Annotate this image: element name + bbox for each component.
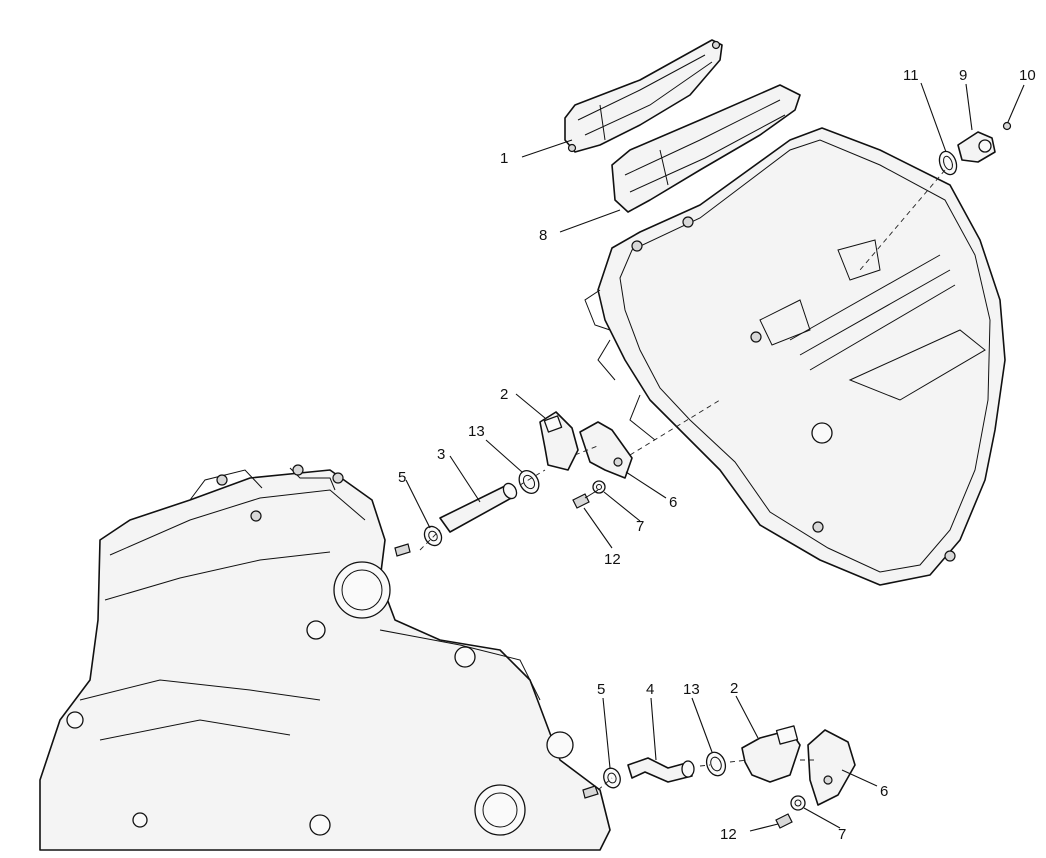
callout-7-upper: 7 <box>636 518 644 535</box>
callout-5-upper: 5 <box>398 469 406 486</box>
callout-9: 9 <box>959 67 967 84</box>
callout-5-lower: 5 <box>597 681 605 698</box>
callout-4: 4 <box>646 681 654 698</box>
part-4-hose <box>627 757 695 783</box>
callout-11: 11 <box>903 67 919 84</box>
callout-13-upper: 13 <box>468 423 485 440</box>
callout-8: 8 <box>539 227 547 244</box>
part-11-oring <box>938 150 958 176</box>
part-13-clamp-lower <box>705 751 727 777</box>
callout-12-upper: 12 <box>604 551 621 568</box>
callout-3: 3 <box>437 446 445 463</box>
leader-lines <box>405 82 1025 832</box>
part-8-duct <box>611 84 801 213</box>
callout-10: 10 <box>1019 67 1036 84</box>
callout-1: 1 <box>500 150 508 167</box>
callout-7-lower: 7 <box>838 826 846 843</box>
part-6-bracket-upper <box>579 421 633 479</box>
part-7-washer-upper <box>592 480 606 494</box>
callout-13-lower: 13 <box>683 681 700 698</box>
part-12-bolt-lower <box>775 813 793 829</box>
callout-6-lower: 6 <box>880 783 888 800</box>
engine-assembly <box>39 464 611 851</box>
callout-2-upper: 2 <box>500 386 508 403</box>
airbox-housing <box>584 127 1006 586</box>
part-5-grommet-upper <box>423 525 443 547</box>
part-12-bolt-upper <box>572 489 599 509</box>
part-7-washer-lower <box>790 795 806 811</box>
callout-12-lower: 12 <box>720 826 737 843</box>
callout-labels: 1 8 11 9 10 2 13 3 5 6 7 12 5 4 13 2 6 1… <box>398 67 1036 843</box>
part-3-hose <box>439 482 518 533</box>
part-2-valve-lower <box>741 725 801 783</box>
part-2-valve-upper <box>539 411 579 471</box>
part-1-duct-cover <box>564 39 723 153</box>
callout-6-upper: 6 <box>669 494 677 511</box>
part-9-sensor <box>957 131 996 163</box>
callout-2-lower: 2 <box>730 680 738 697</box>
part-6-bracket-lower <box>807 729 856 806</box>
part-10-screw <box>1002 121 1012 131</box>
part-13-clamp-upper <box>518 470 540 494</box>
